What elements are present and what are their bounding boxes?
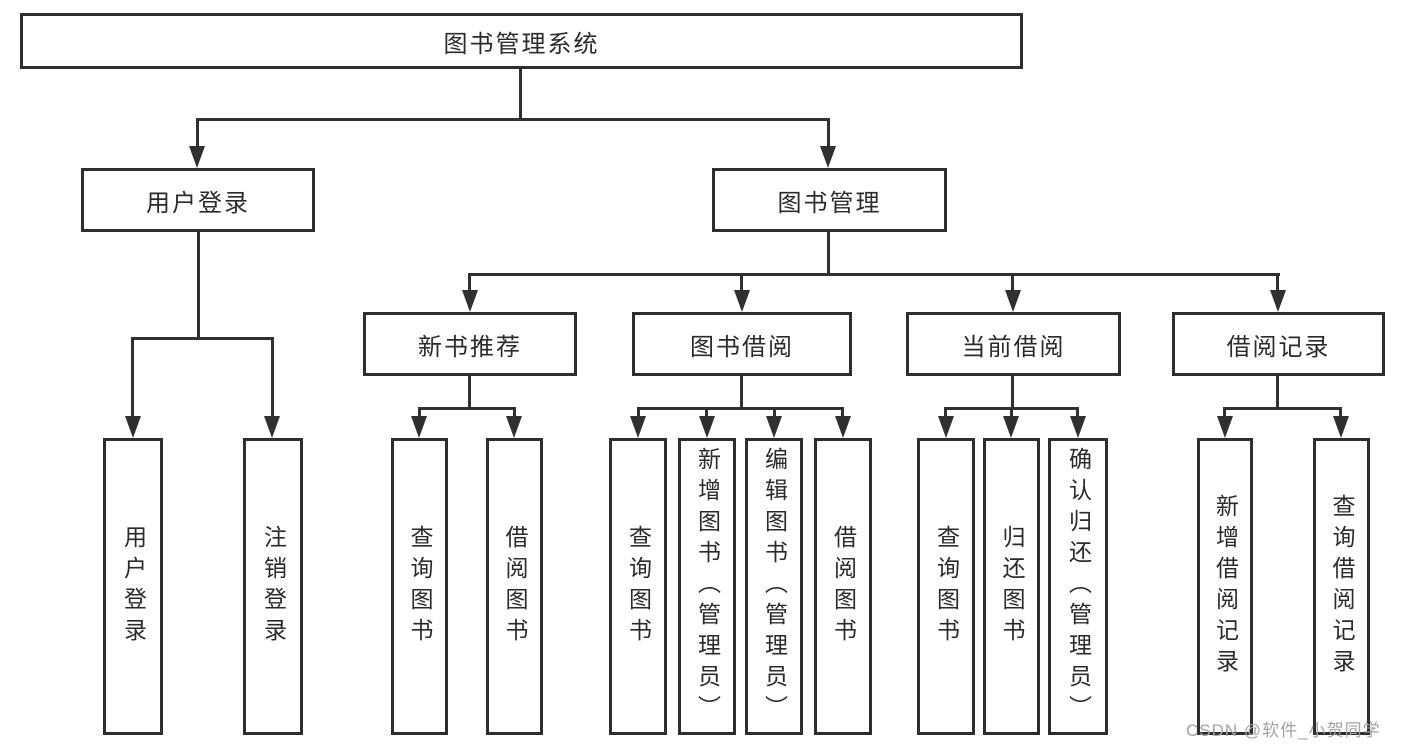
node-edit-book-admin-leaf: 编辑图书（管理员） (745, 438, 803, 735)
node-confirm-return-admin-leaf: 确认归还（管理员） (1048, 438, 1108, 735)
leaf-label: 新增借阅记录 (1212, 493, 1239, 680)
node-current-borrow: 当前借阅 (906, 312, 1121, 376)
connector-stem (1276, 376, 1279, 407)
node-add-borrow-record-leaf: 新增借阅记录 (1197, 438, 1253, 735)
arrow-down-icon (766, 416, 782, 438)
connector-vline (1223, 407, 1226, 416)
arrow-down-icon (734, 290, 750, 312)
arrow-down-icon (1070, 416, 1086, 438)
connector-vline (841, 407, 844, 416)
connector-user-login-bar (132, 337, 274, 340)
arrow-down-icon (938, 416, 954, 438)
connector-user-login-stem (197, 232, 200, 337)
connector-vline (827, 118, 830, 148)
connector-bar (637, 407, 844, 410)
connector-stem (1011, 376, 1014, 407)
leaf-label: 归还图书 (999, 524, 1025, 649)
leaf-label: 查询图书 (933, 524, 960, 649)
connector-book-mgmt-stem (827, 232, 830, 273)
node-query-book-leaf: 查询图书 (391, 438, 448, 735)
node-user-login: 用户登录 (81, 168, 315, 232)
connector-vline (1076, 407, 1079, 416)
node-add-book-admin-leaf: 新增图书（管理员） (678, 438, 736, 735)
arrow-down-icon (462, 290, 478, 312)
connector-level1-bar (197, 118, 830, 121)
arrow-down-icon (125, 416, 141, 438)
arrow-down-icon (264, 416, 280, 438)
csdn-watermark: CSDN @软件_小贺同学 (1186, 721, 1381, 740)
connector-vline (271, 337, 274, 416)
arrow-down-icon (1333, 416, 1349, 438)
connector-vline (944, 407, 947, 416)
node-user-login-leaf: 用户登录 (103, 438, 163, 735)
connector-vline (513, 407, 516, 416)
leaf-label: 确认归还（管理员） (1065, 447, 1092, 726)
connector-vline (705, 407, 708, 416)
arrow-down-icon (1217, 416, 1233, 438)
leaf-label: 借阅图书 (830, 524, 857, 649)
connector-stem (468, 376, 471, 407)
arrow-down-icon (820, 146, 836, 168)
leaf-label: 用户登录 (120, 524, 147, 649)
leaf-label: 借阅图书 (502, 524, 528, 649)
arrow-down-icon (1270, 290, 1286, 312)
arrow-down-icon (1005, 290, 1021, 312)
arrow-down-icon (411, 416, 427, 438)
node-book-management: 图书管理 (712, 168, 947, 232)
node-query-book-leaf: 查询图书 (609, 438, 667, 735)
leaf-label: 查询图书 (407, 524, 433, 649)
connector-vline (1339, 407, 1342, 416)
arrow-down-icon (630, 416, 646, 438)
connector-bar (1224, 407, 1342, 410)
arrow-down-icon (189, 146, 205, 168)
node-new-book-recommend: 新书推荐 (363, 312, 577, 376)
connector-level2-bar (468, 273, 1280, 276)
node-borrow-book-leaf: 借阅图书 (486, 438, 543, 735)
node-return-book-leaf: 归还图书 (983, 438, 1040, 735)
connector-stem (740, 376, 743, 407)
connector-vline (1011, 273, 1014, 290)
leaf-label: 查询借阅记录 (1329, 493, 1355, 680)
node-logout-leaf: 注销登录 (243, 438, 303, 735)
node-query-book-leaf: 查询图书 (917, 438, 975, 735)
connector-vline (196, 118, 199, 148)
node-root: 图书管理系统 (20, 13, 1023, 69)
connector-vline (1276, 273, 1279, 290)
connector-vline (468, 273, 471, 290)
leaf-label: 新增图书（管理员） (694, 447, 721, 726)
arrow-down-icon (1003, 416, 1019, 438)
arrow-down-icon (835, 416, 851, 438)
connector-vline (131, 337, 134, 416)
node-book-borrow: 图书借阅 (632, 312, 852, 376)
node-query-borrow-record-leaf: 查询借阅记录 (1313, 438, 1370, 735)
connector-root-stem (519, 69, 522, 118)
connector-vline (1010, 407, 1013, 416)
connector-vline (773, 407, 776, 416)
connector-vline (740, 273, 743, 290)
node-borrow-book-leaf: 借阅图书 (814, 438, 872, 735)
arrow-down-icon (699, 416, 715, 438)
connector-bar (418, 407, 516, 410)
node-borrow-records: 借阅记录 (1172, 312, 1385, 376)
connector-vline (637, 407, 640, 416)
arrow-down-icon (506, 416, 522, 438)
connector-vline (418, 407, 421, 416)
leaf-label: 查询图书 (625, 524, 652, 649)
leaf-label: 注销登录 (260, 524, 287, 649)
leaf-label: 编辑图书（管理员） (761, 447, 788, 726)
